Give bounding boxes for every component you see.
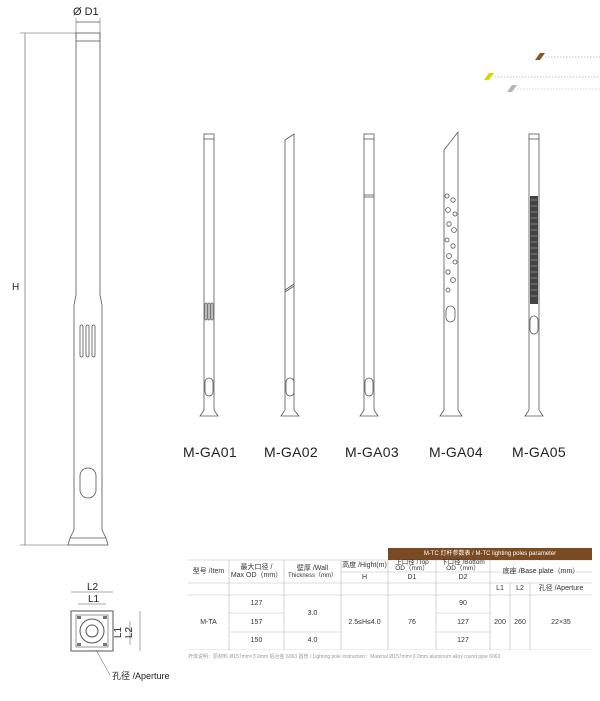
pole-m-ga03-drawing [359,133,379,417]
header-item: 型号 /Item [192,567,225,575]
cell-d2-3: 127 [457,637,469,645]
pole-m-ga04-drawing [439,130,463,417]
header-base-plate: 底座 /Base plate（mm） [502,567,580,575]
d1-dimension-label: Ø D1 [73,6,99,18]
model-label-m-ga02: M-GA02 [264,444,318,460]
cell-l1: 200 [494,618,506,626]
cell-height: 2.5≤H≤4.0 [348,618,381,626]
cell-wall-2: 4.0 [307,637,318,645]
cell-d2-1: 90 [459,600,467,608]
parameter-table: M-TC 灯杆参数表 / M-TC lighting poles paramet… [188,548,592,650]
header-wall-line2: Thickness（mm） [287,572,337,579]
header-bottom-od: 下口径 /Bottom OD（mm） [436,558,490,572]
grey-accent-mark [507,85,517,92]
cell-max-od-3: 150 [250,637,263,645]
cell-wall-1: 3.0 [307,609,318,617]
base-l2-top-label: L2 [87,582,99,593]
subheader-l1: L1 [496,585,504,593]
footnote: 杆体说明：原材料 Ø157mm×3.0mm 铝合金 6063 圆管 / Ligh… [188,654,501,660]
subheader-d1: D1 [407,573,417,581]
brown-accent-mark [535,53,545,60]
cell-d2-2: 127 [457,618,469,626]
header-bottom-od-line1: 下口径 /Bottom [441,558,485,566]
base-plate-plan-view [70,591,141,676]
header-max-od: 最大口径 / Max OD（mm） [229,562,284,582]
subheader-d2: D2 [458,573,468,581]
table-title-banner: M-TC 灯杆参数表 / M-TC lighting poles paramet… [388,548,592,560]
header-top-od-line1: 上口径 /Top [395,558,429,566]
subheader-h: H [361,573,368,581]
cell-max-od-1: 127 [250,600,263,608]
header-height: 高度 /Hight(m) [342,562,387,570]
table-grid [188,559,592,650]
pole-m-ga02-drawing [280,133,300,417]
base-l1-side-label: L1 [113,626,125,639]
cell-d1: 76 [408,618,416,626]
subheader-aperture: 孔径 /Aperture [538,585,584,593]
yellow-accent-mark [484,73,494,80]
cell-aperture: 22×35 [551,618,571,626]
header-top-od: 上口径 /Top OD（mm） [388,558,436,572]
model-label-m-ga04: M-GA04 [429,444,483,460]
aperture-label: 孔径 /Aperture [112,671,170,681]
model-label-m-ga01: M-GA01 [183,444,237,460]
header-max-od-line1: 最大口径 / [240,564,273,572]
model-label-m-ga05: M-GA05 [512,444,566,460]
cell-max-od-2: 157 [250,618,263,626]
header-bottom-od-line2: OD（mm） [446,565,480,572]
dimensioned-pole-elevation [20,18,109,546]
header-top-od-line2: OD（mm） [395,565,429,572]
model-label-m-ga03: M-GA03 [345,444,399,460]
header-wall-thickness: 壁厚 /Wall Thickness（mm） [284,562,341,582]
pole-m-ga05-drawing [524,133,544,417]
base-l2-side-label: L2 [124,626,136,639]
header-wall-line1: 壁厚 /Wall [296,564,329,572]
subheader-l2: L2 [516,585,524,593]
cell-item: M-TA [200,618,217,626]
decorative-accent-lines [495,56,600,90]
header-max-od-line2: Max OD（mm） [230,572,283,579]
base-l1-top-label: L1 [88,594,100,605]
cell-l2: 260 [514,618,526,626]
pole-m-ga01-drawing [199,133,219,417]
height-dimension-label: H [12,282,20,293]
